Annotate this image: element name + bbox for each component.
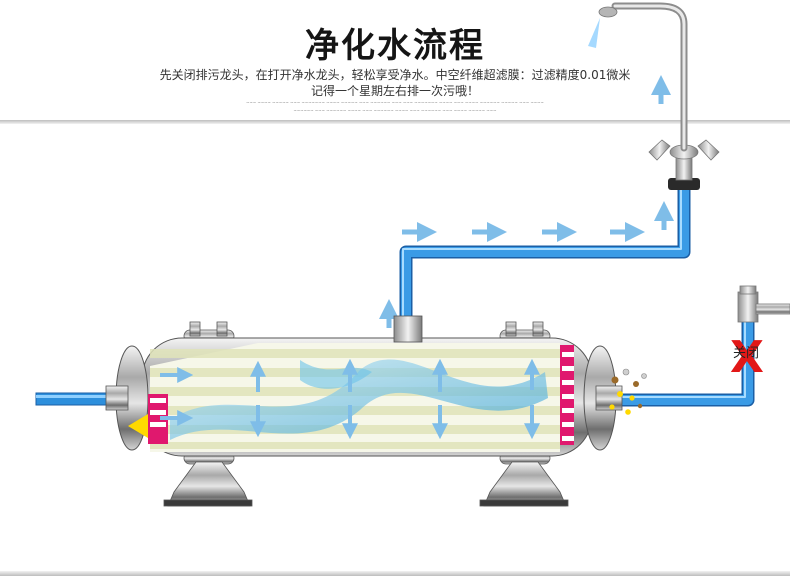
- drain-close-label: 关闭: [733, 346, 760, 361]
- drain-tap-icon: [737, 285, 790, 323]
- membrane-cutaway: [128, 343, 574, 452]
- close-mark-icon: X: [730, 332, 764, 383]
- description-line-1: 先关闭排污龙头，在打开净水龙头，轻松享受净水。中空纤维超滤膜：过滤精度0.01微…: [159, 68, 631, 82]
- faucet-icon: [588, 2, 720, 190]
- decorative-fine-print: ~~~ ~~~~ ~~~~~ ~~~ ~~~~~~~ ~~~~ ~~~~~ ~~…: [246, 100, 544, 105]
- header-divider: [0, 120, 790, 124]
- membrane-flow-arrows: [160, 358, 540, 440]
- decorative-fine-print: ~~~~~~ ~~~ ~~~~~~ ~~~~ ~~~ ~~~~~~ ~~~~ ~…: [293, 108, 497, 113]
- flow-arrows: [379, 75, 674, 328]
- drain-pipe: [610, 318, 755, 407]
- page-title: 净化水流程: [305, 26, 485, 66]
- footer-divider: [0, 571, 790, 576]
- description-line-2: 记得一个星期左右排一次污哦！: [310, 84, 479, 98]
- impurity-particles: [609, 368, 647, 415]
